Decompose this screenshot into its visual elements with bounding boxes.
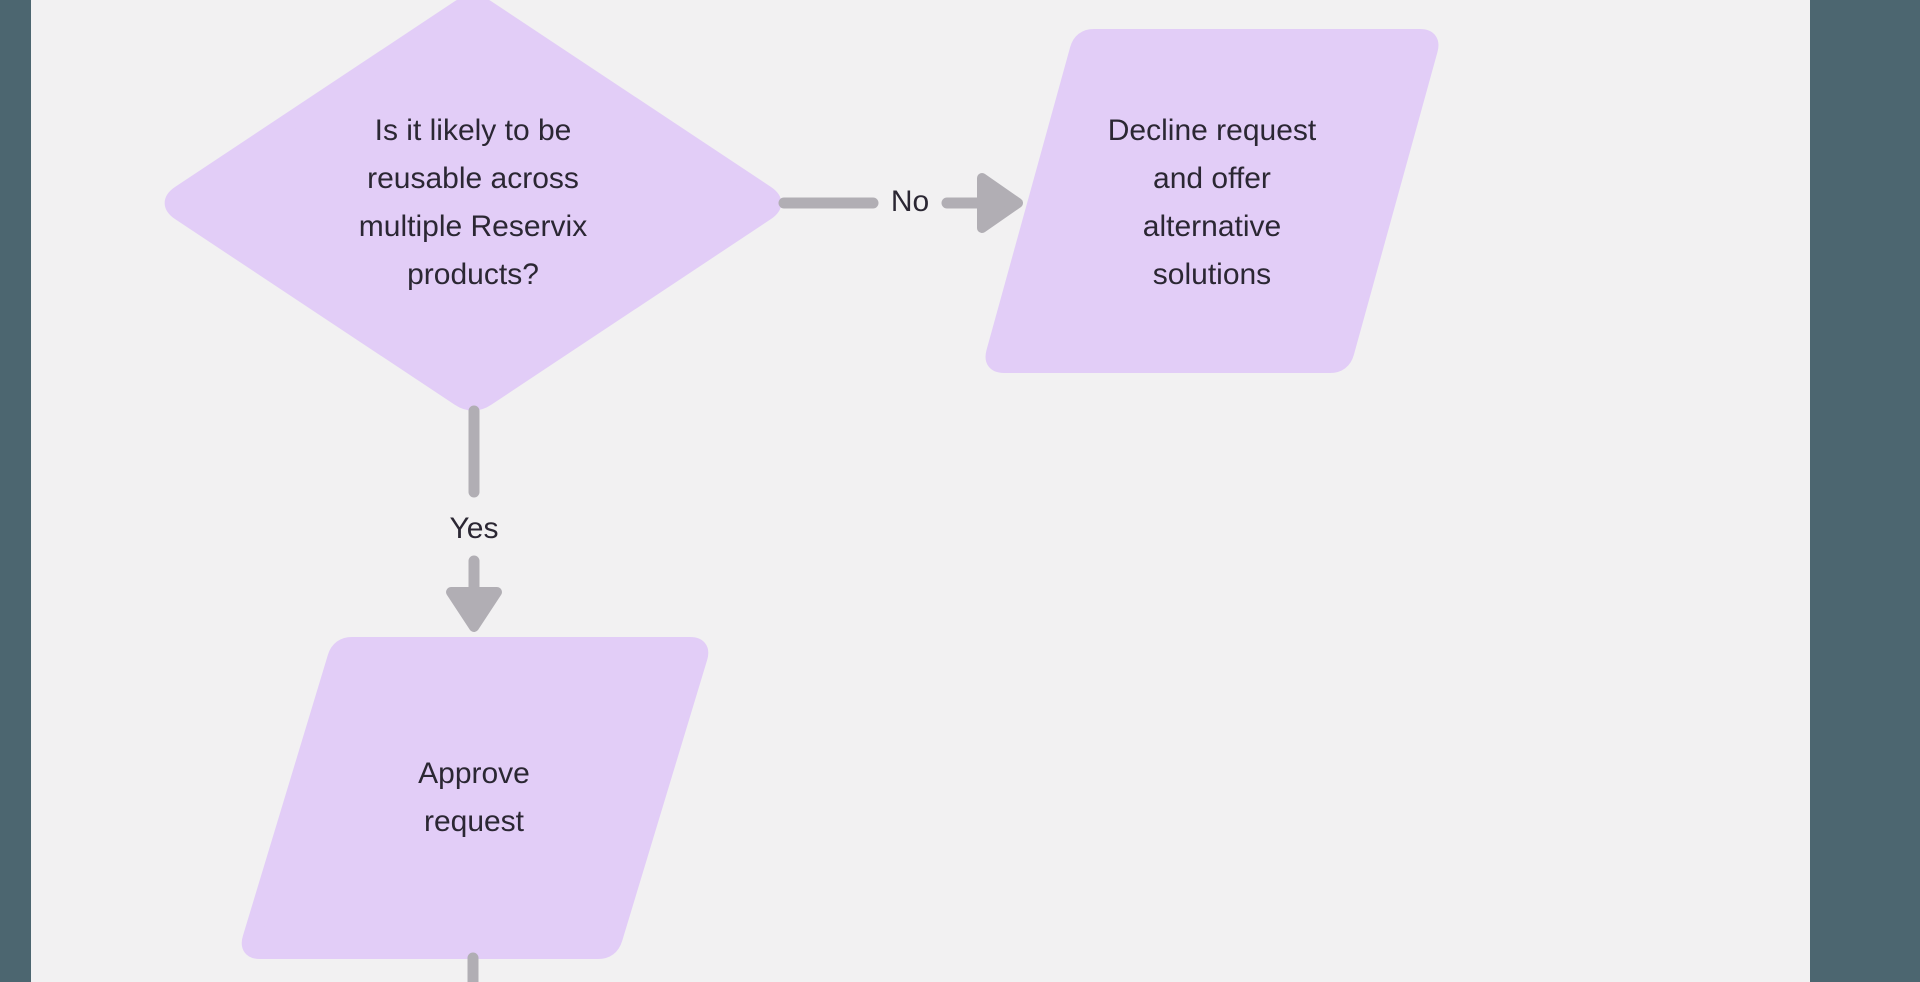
decline-parallelogram-shape[interactable]	[985, 29, 1439, 373]
no-arrowhead-icon[interactable]	[977, 173, 1023, 233]
left-panel-edge	[0, 0, 31, 982]
decision-diamond-shape[interactable]	[164, 0, 782, 411]
yes-arrowhead-icon[interactable]	[446, 587, 502, 632]
approve-parallelogram-shape[interactable]	[241, 637, 709, 959]
right-panel-edge	[1810, 0, 1920, 982]
